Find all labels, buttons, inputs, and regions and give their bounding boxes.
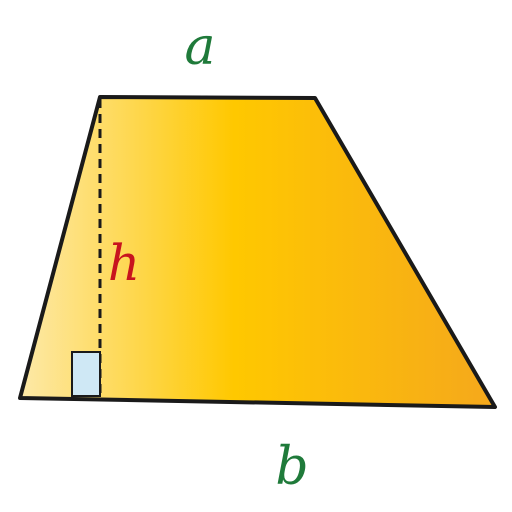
label-bottom-side: b [275,437,308,497]
right-angle-marker [71,351,101,397]
label-height: h [108,234,140,292]
trapezoid-shape [18,95,497,409]
label-top-side: a [184,17,215,77]
